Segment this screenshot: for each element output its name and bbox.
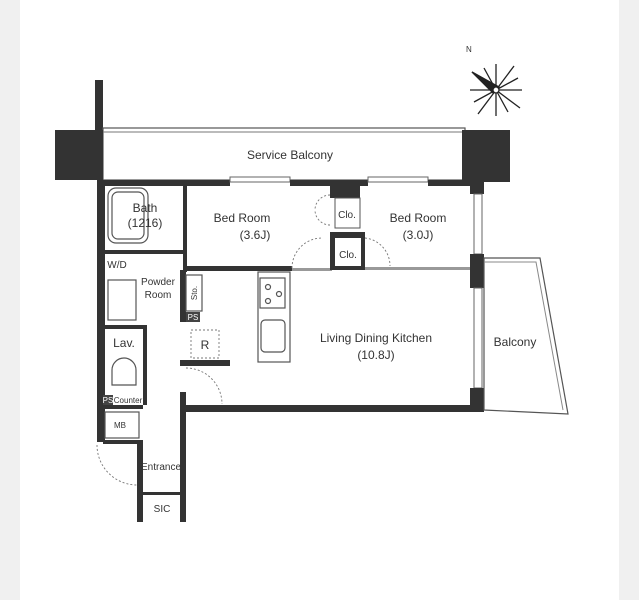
service-balcony-label: Service Balcony: [247, 148, 333, 162]
bedroom1-size: (3.6J): [240, 228, 271, 242]
storage-label: Sto.: [190, 286, 199, 300]
lavatory-label: Lav.: [113, 336, 135, 350]
ps-label-1: PS: [188, 313, 199, 322]
refrigerator-label: R: [201, 338, 210, 352]
ldk-size: (10.8J): [357, 348, 394, 362]
bedroom2-size: (3.0J): [403, 228, 434, 242]
compass-north-label: N: [466, 45, 472, 54]
powder-room-label-line1: Powder: [141, 277, 176, 288]
entrance-label: Entrance: [141, 462, 181, 473]
mb-label: MB: [114, 421, 126, 430]
bedroom2-label: Bed Room: [390, 211, 447, 225]
closet1-label: Clo.: [338, 210, 356, 221]
kitchen-counter: [257, 271, 291, 363]
wd-label: W/D: [107, 260, 126, 271]
balcony-label: Balcony: [494, 335, 537, 349]
bedroom1-label: Bed Room: [214, 211, 271, 225]
powder-room-label-line2: Room: [145, 290, 172, 301]
bath-size: (1216): [128, 216, 163, 230]
bath: Bath (1216): [107, 187, 163, 244]
closet2-label: Clo.: [339, 250, 357, 261]
ps-label-2: PS: [103, 396, 114, 405]
balcony: Balcony: [483, 257, 569, 415]
ldk-label: Living Dining Kitchen: [320, 331, 432, 345]
bath-label: Bath: [133, 201, 158, 215]
sic-label: SIC: [154, 504, 171, 515]
counter-label: Counter: [114, 396, 143, 405]
compass-rose-icon: N: [466, 45, 522, 116]
